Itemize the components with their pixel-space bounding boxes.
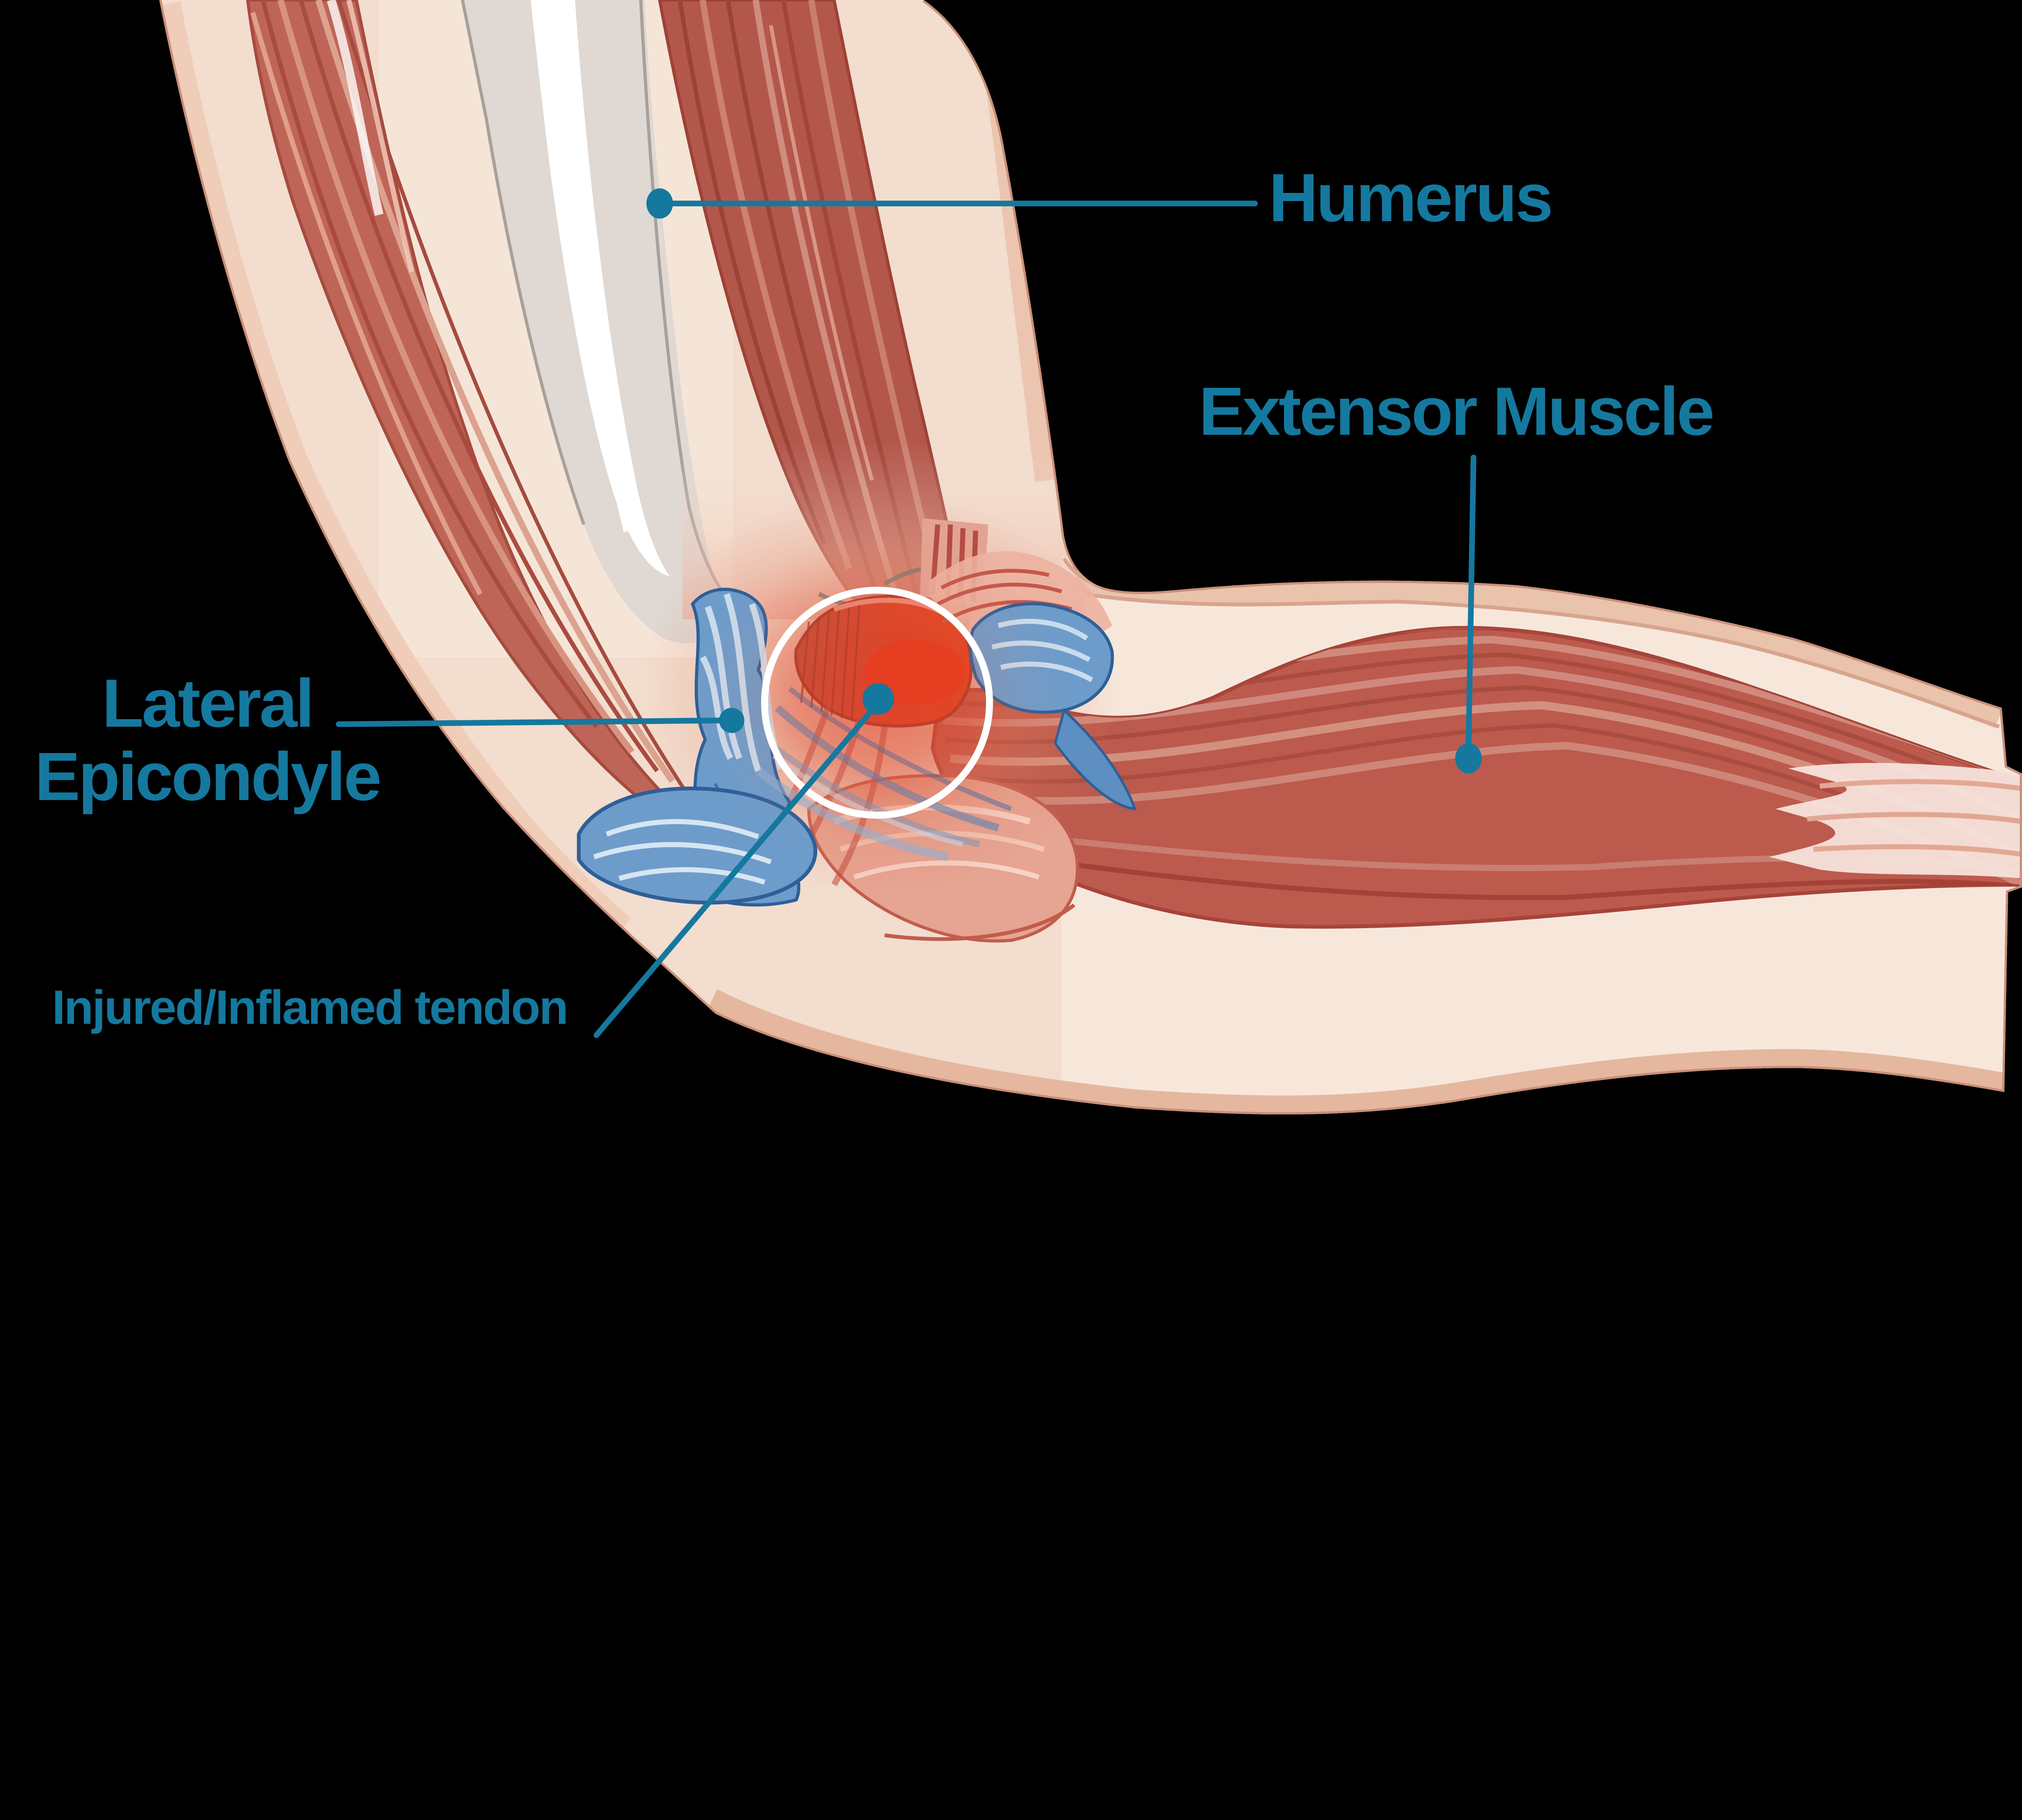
injured-tendon-dot (862, 683, 894, 715)
injured-tendon-callout (593, 683, 894, 1038)
injured-tendon-label: Injured/Inflamed tendon (52, 982, 569, 1035)
lateral-epicondyle-dot (719, 708, 745, 733)
humerus-callout (646, 188, 1258, 219)
humerus-dot (646, 188, 673, 219)
lateral-epicondyle-line2: Epicondyle (34, 740, 382, 816)
elbow-anatomy-illustration (159, 0, 2022, 1115)
lateral-epicondyle-label: Lateral Epicondyle (34, 666, 382, 816)
extensor-muscle-shape (931, 626, 2022, 929)
highlight-circle (761, 586, 993, 819)
diagram-canvas: Humerus Extensor Muscle Lateral Epicondy… (34, 0, 2022, 1115)
callouts (336, 188, 1482, 1038)
humerus-label: Humerus (1269, 160, 1553, 237)
extensor-dot (1455, 743, 1482, 774)
lateral-epicondyle-line1: Lateral (102, 666, 314, 742)
biceps-muscle (246, 0, 711, 843)
extensor-tendon (1769, 763, 2022, 878)
extensor-muscle-label: Extensor Muscle (1199, 374, 1715, 450)
lateral-epicondyle-callout (336, 708, 745, 733)
biceps-fibers (250, 0, 691, 798)
extensor-callout (1455, 455, 1482, 774)
